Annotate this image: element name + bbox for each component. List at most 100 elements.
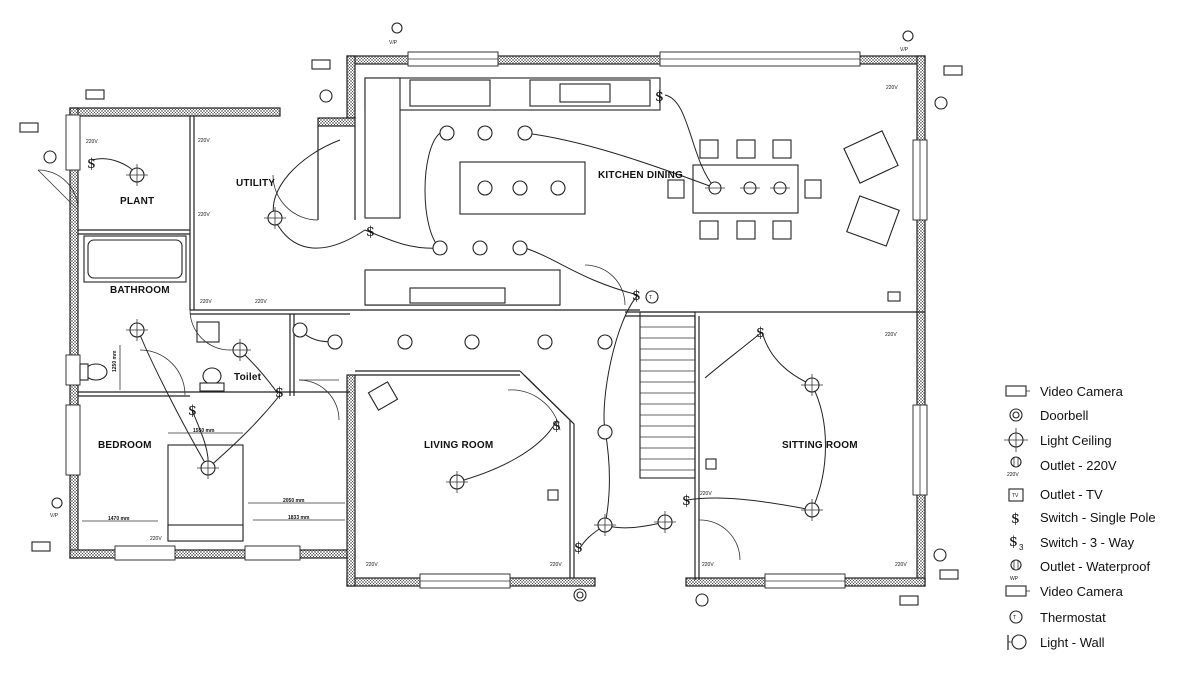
light-ceiling-icon — [229, 339, 251, 361]
room-label-living-room: LIVING ROOM — [424, 440, 493, 451]
interior-walls — [78, 116, 925, 580]
svg-text:220V: 220V — [366, 562, 378, 568]
switch-icon: $ — [632, 288, 641, 304]
switch-icon: $ — [366, 224, 375, 240]
legend-label: Light - Wall — [1040, 635, 1105, 650]
light-ceiling-icon — [1004, 428, 1028, 452]
outlet-tv-icon: TV — [1008, 488, 1024, 502]
legend-label: Doorbell — [1040, 408, 1089, 423]
legend-label: Thermostat — [1040, 610, 1106, 625]
outlet-220v-icon: 220V — [1007, 456, 1022, 478]
svg-text:V/P: V/P — [900, 47, 909, 53]
doorbell-icon — [1009, 408, 1023, 422]
svg-text:T: T — [649, 295, 652, 301]
light-ceiling-icon — [770, 181, 790, 195]
legend-label: Outlet - TV — [1040, 487, 1103, 502]
plan-thermostat: T — [645, 290, 659, 304]
svg-text:220V: 220V — [200, 299, 212, 305]
room-label-plant: PLANT — [120, 196, 154, 207]
svg-text:1250 mm: 1250 mm — [112, 350, 118, 372]
svg-text:3: 3 — [1019, 543, 1024, 552]
svg-text:220V: 220V — [86, 139, 98, 145]
light-ceiling-icon — [801, 499, 823, 521]
kitchen-cabinets — [364, 77, 661, 306]
legend-label: Video Camera — [1040, 584, 1124, 599]
dimension-lines: 1250 mm 1550 mm 2050 mm 1833 mm 1470 mm — [82, 345, 345, 522]
legend-label: Outlet - Waterproof — [1040, 559, 1150, 574]
room-labels: PLANT UTILITY BATHROOM Toilet BEDROOM LI… — [98, 170, 858, 451]
svg-text:T: T — [1013, 615, 1016, 621]
switch-icon: $ — [275, 385, 284, 401]
room-label-toilet: Toilet — [234, 372, 262, 383]
outlet-waterproof-icon: WP — [1010, 559, 1022, 582]
svg-text:V/P: V/P — [389, 40, 398, 46]
svg-text:220V: 220V — [255, 299, 267, 305]
svg-text:2050 mm: 2050 mm — [283, 498, 305, 504]
staircase — [640, 326, 695, 471]
switch-icon: $ — [87, 156, 96, 172]
legend-label: Switch - Single Pole — [1040, 510, 1156, 525]
light-wall-icon — [1007, 634, 1027, 650]
exterior-wall-lights — [43, 89, 948, 607]
video-camera-icon — [1005, 385, 1030, 397]
light-ceiling-icon — [801, 374, 823, 396]
light-ceiling-icon — [654, 511, 676, 533]
svg-text:220V: 220V — [700, 491, 712, 497]
switch-icon: $ — [682, 493, 691, 509]
plan-tv-outlets — [547, 291, 901, 501]
light-ceiling-icon — [264, 207, 286, 229]
svg-text:1833 mm: 1833 mm — [288, 515, 310, 521]
plan-doorbell — [573, 588, 587, 602]
kitchen-island — [459, 161, 586, 215]
svg-text:1470 mm: 1470 mm — [108, 516, 130, 522]
switch-icon: $ — [756, 325, 765, 341]
svg-text:220V: 220V — [885, 332, 897, 338]
exterior-outlets: V/P V/P V/P — [50, 22, 914, 519]
svg-text:1550 mm: 1550 mm — [193, 428, 215, 434]
room-label-bathroom: BATHROOM — [110, 285, 170, 296]
svg-text:V/P: V/P — [50, 513, 59, 519]
light-ceiling-icon — [594, 514, 616, 536]
svg-text:220V: 220V — [1007, 472, 1019, 478]
switches: $ $ $ $ $ $ $ $ $ $ — [87, 89, 765, 556]
svg-text:220V: 220V — [150, 536, 162, 542]
legend-label: Switch - 3 - Way — [1040, 535, 1135, 550]
svg-text:WP: WP — [1010, 576, 1019, 582]
switch-3-way-icon: $ 3 — [1009, 534, 1024, 552]
sanitary-fixtures — [79, 235, 244, 542]
svg-text:220V: 220V — [198, 212, 210, 218]
light-ceiling-icon — [197, 457, 219, 479]
svg-text:220V: 220V — [198, 138, 210, 144]
switch-single-pole-icon: $ — [1011, 511, 1020, 527]
legend-label: Video Camera — [1040, 384, 1124, 399]
switch-icon: $ — [552, 418, 561, 434]
room-label-utility: UTILITY — [236, 178, 275, 189]
svg-text:220V: 220V — [702, 562, 714, 568]
room-label-bedroom: BEDROOM — [98, 440, 152, 451]
light-ceiling-icon — [446, 471, 468, 493]
svg-text:$: $ — [1009, 534, 1018, 550]
outlet-220v-labels: 220V 220V 220V 220V 220V 220V 220V 220V … — [86, 85, 907, 568]
svg-text:220V: 220V — [886, 85, 898, 91]
light-ceiling-icon — [126, 164, 148, 186]
exterior-cameras — [19, 59, 963, 606]
armchairs — [367, 130, 900, 411]
light-ceiling-icon — [740, 181, 760, 195]
windows — [65, 51, 928, 589]
video-camera-icon — [1005, 585, 1030, 597]
light-ceiling-icon — [705, 181, 725, 195]
wiring — [91, 94, 826, 549]
doors — [37, 169, 741, 561]
thermostat-icon: T — [1009, 610, 1023, 624]
light-ceiling-icon — [126, 319, 148, 341]
switch-icon: $ — [188, 403, 197, 419]
switch-icon: $ — [655, 89, 664, 105]
legend: Video Camera Doorbell Light Ceiling 220V… — [1004, 384, 1156, 650]
svg-text:220V: 220V — [895, 562, 907, 568]
room-label-kitchen-dining: KITCHEN DINING — [598, 170, 683, 181]
svg-text:220V: 220V — [550, 562, 562, 568]
room-label-sitting-room: SITTING ROOM — [782, 440, 858, 451]
legend-label: Light Ceiling — [1040, 433, 1112, 448]
legend-label: Outlet - 220V — [1040, 458, 1117, 473]
